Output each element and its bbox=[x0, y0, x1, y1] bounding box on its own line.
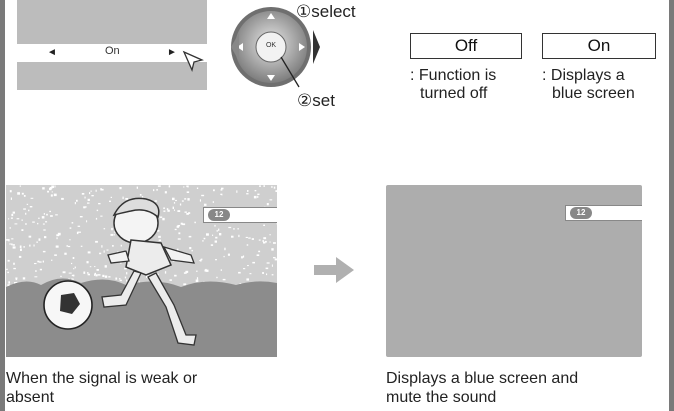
boy-leg-shape bbox=[101, 270, 142, 308]
transition-arrow-icon bbox=[314, 257, 354, 283]
weak-signal-caption: When the signal is weak or absent bbox=[6, 369, 286, 407]
osd-menu-value: On bbox=[105, 45, 120, 57]
ok-button[interactable] bbox=[255, 31, 287, 63]
off-option-box: Off bbox=[410, 33, 522, 59]
boy-body-shape bbox=[125, 239, 173, 276]
osd-menu-panel: ◄ On ► bbox=[17, 0, 207, 90]
soccer-ball-patch bbox=[60, 293, 80, 314]
blue-screen-caption-line1: Displays a blue screen and bbox=[386, 370, 579, 387]
off-description-line1: : Function is bbox=[410, 67, 497, 84]
off-option-description: : Function is turned off bbox=[410, 67, 530, 103]
channel-number-badge: 12 bbox=[208, 209, 230, 221]
pointer-cursor-icon bbox=[182, 50, 204, 72]
dial-left-arrow-icon[interactable] bbox=[237, 43, 243, 51]
on-option-description: : Displays a blue screen bbox=[542, 67, 662, 103]
boy-other-arm-shape bbox=[107, 250, 130, 264]
dial-right-arrow-icon[interactable] bbox=[299, 43, 305, 51]
on-option-box: On bbox=[542, 33, 656, 59]
left-margin-bar bbox=[0, 0, 5, 411]
weak-signal-caption-line2: absent bbox=[6, 389, 55, 406]
channel-banner-right: 12 bbox=[565, 205, 642, 221]
dial-side-left-shape bbox=[231, 33, 239, 61]
channel-number-badge-right: 12 bbox=[570, 207, 592, 219]
set-step-label: ②set bbox=[297, 91, 335, 110]
on-description-line2: blue screen bbox=[552, 85, 635, 102]
osd-menu-row[interactable]: ◄ On ► bbox=[17, 44, 207, 62]
select-step-label: ①select bbox=[296, 2, 356, 21]
blue-screen-caption: Displays a blue screen and mute the soun… bbox=[386, 369, 656, 407]
boy-arm-shape bbox=[162, 245, 195, 264]
weak-signal-picture bbox=[6, 185, 277, 357]
grass-shape bbox=[6, 278, 277, 357]
off-description-line2: turned off bbox=[420, 85, 488, 102]
set-pointer-line bbox=[280, 56, 300, 88]
down-arrow-icon[interactable] bbox=[267, 75, 275, 81]
weak-signal-caption-line1: When the signal is weak or bbox=[6, 370, 198, 387]
boy-hair-shape bbox=[112, 197, 160, 219]
on-description-line1: : Displays a bbox=[542, 67, 625, 84]
right-margin-bar bbox=[669, 0, 674, 411]
ok-label: OK bbox=[265, 42, 277, 49]
channel-banner-left: 12 bbox=[203, 207, 277, 223]
blue-screen-caption-line2: mute the sound bbox=[386, 389, 497, 406]
remote-dial: OK bbox=[219, 0, 329, 100]
boy-other-leg-shape bbox=[147, 272, 197, 346]
left-arrow-icon[interactable]: ◄ bbox=[47, 47, 57, 58]
select-arrow-icon bbox=[313, 30, 320, 64]
right-arrow-icon[interactable]: ► bbox=[167, 47, 177, 58]
up-arrow-icon[interactable] bbox=[267, 13, 275, 19]
